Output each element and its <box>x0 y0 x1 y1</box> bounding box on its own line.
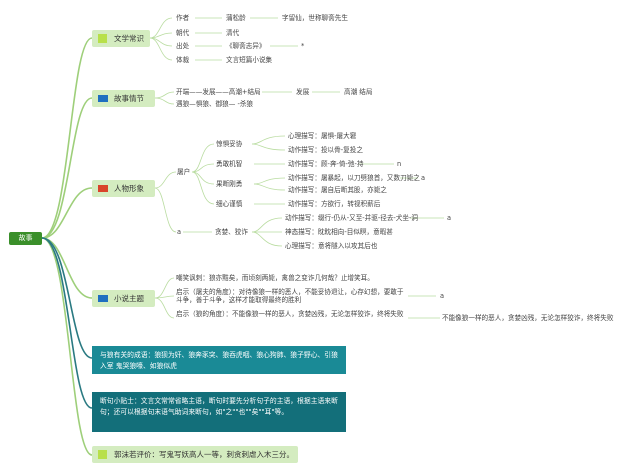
genre-value: 文言短篇小说集 <box>226 56 273 64</box>
connector-characters <box>41 187 93 239</box>
trait-3-action1: 动作描写：屠暴起，以刀劈狼首，又数刀毙之 <box>288 174 420 182</box>
trait-4-action: 动作描写：方欲行，转视积薪后 <box>288 200 381 208</box>
wolf-trait: 贪婪、狡诈 <box>215 228 248 236</box>
theme-item-2: 启示（屠夫的角度）：对待像狼一样的恶人，不能妥协退让，心存幻想，要敢于斗争，善于… <box>176 288 404 304</box>
wolf-action: 动作描写：缀行-仍从-又至-并驱-径去-犬坐-洞 <box>285 214 418 222</box>
trait-3-action2: 动作描写：屠自后断其股，亦毙之 <box>288 186 387 194</box>
category-theme[interactable]: 小说主题 <box>92 290 155 307</box>
trait-1-psych: 心理描写：屠惧-屠大窘 <box>288 132 357 140</box>
lime-square-icon <box>98 34 107 43</box>
connector-literature <box>41 37 93 239</box>
blue-flag-icon <box>98 295 108 302</box>
connector-idioms <box>41 237 93 359</box>
wolf-mark: a <box>447 214 452 222</box>
source-key: 出处 <box>176 42 190 50</box>
theme-item-3-b: 不能像狼一样的恶人，贪婪凶残，无论怎样狡诈，终将失败 <box>442 314 614 322</box>
genre-key: 体裁 <box>176 56 190 64</box>
blue-flag-icon <box>98 95 108 102</box>
root-node[interactable]: 故事 <box>9 232 42 245</box>
trait-4: 细心谨慎 <box>216 200 243 208</box>
dynasty-key: 朝代 <box>176 29 190 37</box>
theme-item-3: 启示（狼的角度）：不能像狼一样的恶人，贪婪凶残，无论怎样狡诈，终将失败 <box>176 310 404 318</box>
red-flag-icon <box>98 185 108 192</box>
connector-review <box>41 237 93 456</box>
trait-1: 惊惧妥协 <box>216 140 243 148</box>
category-label: 小说主题 <box>114 294 144 303</box>
connector-punctuation <box>41 237 93 409</box>
category-plot[interactable]: 故事情节 <box>92 90 155 107</box>
plot-line1-c: 高潮 结局 <box>344 88 373 96</box>
trait-3: 果断刚勇 <box>216 180 243 188</box>
plot-line2: 遇狼—惧狼、御狼— -杀狼 <box>176 100 254 108</box>
trait-3-mark: a <box>421 174 426 182</box>
plot-line1-b: 发展 <box>296 88 310 96</box>
connector-plot <box>41 97 93 239</box>
category-characters[interactable]: 人物形象 <box>92 180 155 197</box>
category-label: 文学常识 <box>114 34 144 43</box>
punctuation-box[interactable]: 断句小贴士：文言文常常省略主语，断句时要先分析句子的主语，根据主语来断句；还可以… <box>92 392 346 432</box>
category-review[interactable]: 郭沫若评价：写鬼写妖高人一等，刺贪刺虐入木三分。 <box>92 446 298 463</box>
idioms-box[interactable]: 与狼有关的成语：狼狈为奸、狼奔豕突、狼吞虎咽、狼心狗肺、狼子野心、引狼入室 鬼哭… <box>92 346 346 374</box>
dynasty-value: 清代 <box>226 29 240 37</box>
wolf-expression: 神态描写：眈眈相向-目似瞑，意暇甚 <box>285 228 393 236</box>
theme-item-2-mark: a <box>440 292 445 300</box>
source-value: 《聊斋志异》 <box>226 42 266 50</box>
theme-item-1: 嘲笑讽刺：狼亦黠矣，而顷刻两毙，禽兽之变诈几何哉？止增笑耳。 <box>176 274 374 282</box>
author-value: 蒲松龄 <box>226 14 246 22</box>
butcher-node: 屠户 <box>177 168 191 176</box>
author-extra: 字留仙，世称聊斋先生 <box>282 14 348 22</box>
category-literature[interactable]: 文学常识 <box>92 30 150 47</box>
author-key: 作者 <box>176 14 190 22</box>
wolf-node: a <box>177 228 182 236</box>
wolf-psych: 心理描写：意将隧入以攻其后也 <box>285 242 378 250</box>
lime-square-icon <box>98 450 107 459</box>
category-label: 故事情节 <box>114 94 144 103</box>
category-label: 郭沫若评价：写鬼写妖高人一等，刺贪刺虐入木三分。 <box>114 450 294 459</box>
source-mark: * <box>301 42 305 50</box>
trait-2-mark: n <box>397 160 402 168</box>
category-label: 人物形象 <box>114 184 144 193</box>
plot-line1-a: 开端——发展——高潮+结局 <box>176 88 261 96</box>
trait-2: 勇敢机智 <box>216 160 243 168</box>
trait-1-action: 动作描写：投以骨-复投之 <box>288 146 363 154</box>
trait-2-action: 动作描写：顾-奔-倚-弛-持 <box>288 160 364 168</box>
